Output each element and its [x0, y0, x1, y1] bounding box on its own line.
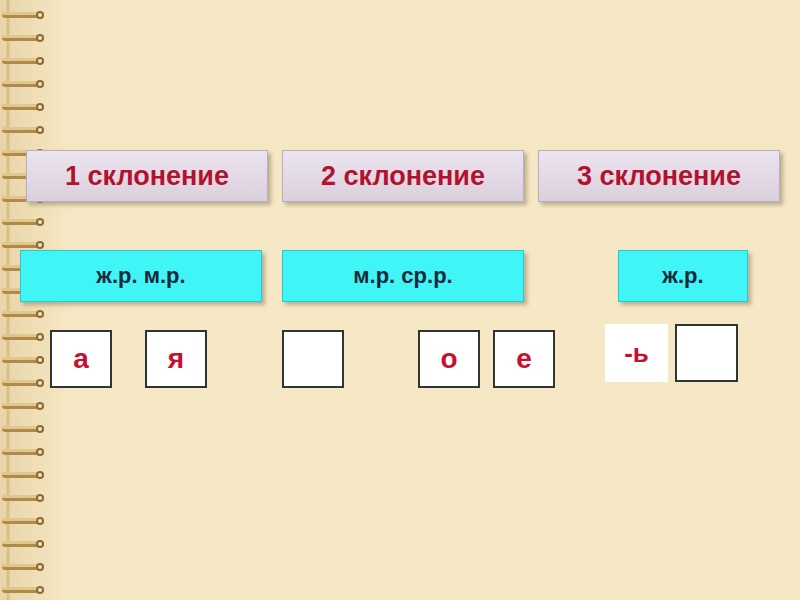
gender-box: ж.р. м.р. — [20, 250, 262, 302]
declension-header: 3 склонение — [538, 150, 780, 202]
box-text: 2 склонение — [321, 161, 485, 192]
ending-box: о — [418, 330, 480, 388]
box-text: а — [73, 343, 89, 375]
box-text: ж.р. м.р. — [96, 263, 185, 289]
ending-box: я — [145, 330, 207, 388]
ending-label: -ь — [605, 324, 668, 382]
box-text: м.р. ср.р. — [353, 263, 452, 289]
box-text: 3 склонение — [577, 161, 741, 192]
box-text: о — [440, 343, 457, 375]
gender-box: ж.р. — [618, 250, 748, 302]
ending-box: а — [50, 330, 112, 388]
gender-box: м.р. ср.р. — [282, 250, 524, 302]
declension-header: 1 склонение — [26, 150, 268, 202]
ending-box: е — [493, 330, 555, 388]
declension-header: 2 склонение — [282, 150, 524, 202]
box-text: -ь — [624, 338, 649, 369]
empty-answer-box — [675, 324, 738, 382]
box-text: 1 склонение — [65, 161, 229, 192]
box-text: я — [168, 343, 184, 375]
empty-answer-box — [282, 330, 344, 388]
box-text: е — [516, 343, 532, 375]
box-text: ж.р. — [662, 263, 703, 289]
